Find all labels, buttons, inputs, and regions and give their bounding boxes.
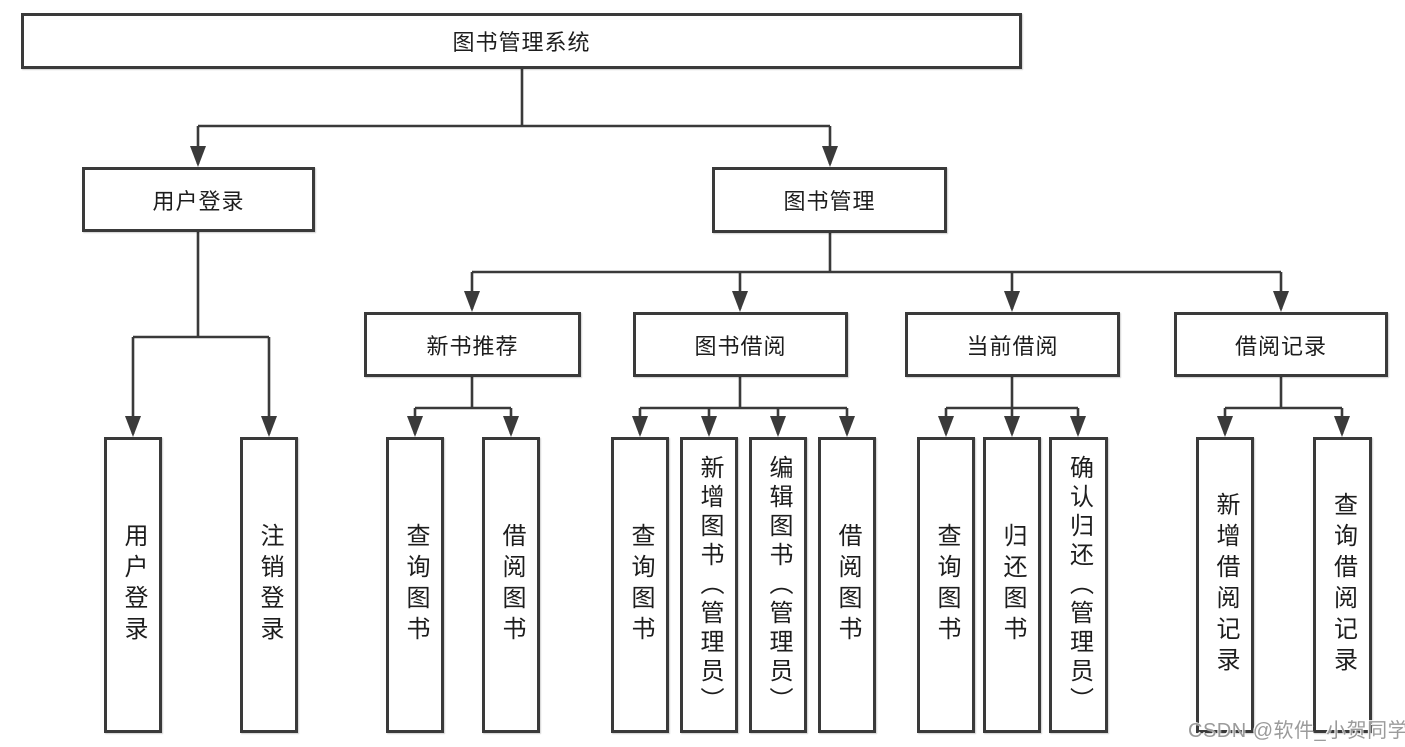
node-current-borrow-label: 当前借阅 — [966, 333, 1059, 359]
node-leaf-borrow-book-2: 借阅图书 — [818, 437, 876, 733]
node-leaf-user-login: 用户登录 — [104, 437, 162, 733]
node-current-borrow: 当前借阅 — [905, 312, 1120, 377]
node-leaf-return-book-label: 归还图书 — [999, 523, 1026, 647]
node-leaf-add-borrow-record: 新增借阅记录 — [1196, 437, 1254, 733]
node-book-borrow: 图书借阅 — [633, 312, 848, 377]
node-leaf-user-login-label: 用户登录 — [120, 523, 147, 647]
connector-newbook-children — [413, 377, 513, 434]
node-user-login: 用户登录 — [82, 167, 315, 232]
node-leaf-borrow-book-1: 借阅图书 — [482, 437, 540, 733]
node-leaf-query-borrow-record: 查询借阅记录 — [1313, 437, 1372, 733]
node-leaf-add-book-admin-label: 新增图书（管理员） — [696, 454, 723, 716]
node-leaf-add-borrow-record-label: 新增借阅记录 — [1212, 492, 1239, 678]
node-leaf-edit-book-admin-label: 编辑图书（管理员） — [765, 454, 792, 716]
node-leaf-query-book-1-label: 查询图书 — [402, 523, 429, 647]
node-leaf-return-book: 归还图书 — [983, 437, 1041, 733]
node-new-book-recommend-label: 新书推荐 — [426, 333, 519, 359]
node-leaf-query-book-2: 查询图书 — [611, 437, 669, 733]
connector-userlogin-children — [131, 232, 271, 434]
node-system-root: 图书管理系统 — [21, 13, 1022, 69]
node-book-borrow-label: 图书借阅 — [694, 333, 787, 359]
node-leaf-query-book-3-label: 查询图书 — [933, 523, 960, 647]
node-leaf-logout-label: 注销登录 — [256, 523, 283, 647]
node-leaf-query-borrow-record-label: 查询借阅记录 — [1329, 492, 1357, 678]
node-borrow-records: 借阅记录 — [1174, 312, 1388, 377]
node-leaf-confirm-return-admin: 确认归还（管理员） — [1049, 437, 1108, 733]
node-leaf-query-book-3: 查询图书 — [917, 437, 975, 733]
node-leaf-borrow-book-2-label: 借阅图书 — [834, 523, 861, 647]
node-leaf-borrow-book-1-label: 借阅图书 — [498, 523, 525, 647]
node-leaf-add-book-admin: 新增图书（管理员） — [680, 437, 738, 733]
node-user-login-label: 用户登录 — [152, 188, 245, 214]
node-leaf-confirm-return-admin-label: 确认归还（管理员） — [1065, 454, 1093, 716]
node-leaf-query-book-2-label: 查询图书 — [627, 523, 654, 647]
connector-bookmgmt-children — [470, 233, 1283, 309]
connector-records-children — [1223, 377, 1344, 434]
arrowheads — [125, 146, 1350, 437]
node-leaf-query-book-1: 查询图书 — [386, 437, 444, 733]
node-book-management: 图书管理 — [712, 167, 947, 233]
connector-borrow-children — [638, 377, 849, 434]
node-leaf-logout: 注销登录 — [240, 437, 298, 733]
node-new-book-recommend: 新书推荐 — [364, 312, 581, 377]
node-system-root-label: 图书管理系统 — [452, 30, 591, 55]
csdn-watermark: CSDN @软件_小贺同学 — [1188, 720, 1405, 742]
node-borrow-records-label: 借阅记录 — [1234, 333, 1327, 359]
node-book-management-label: 图书管理 — [783, 189, 876, 214]
connector-root-to-level2 — [196, 69, 832, 164]
node-leaf-edit-book-admin: 编辑图书（管理员） — [749, 437, 807, 733]
